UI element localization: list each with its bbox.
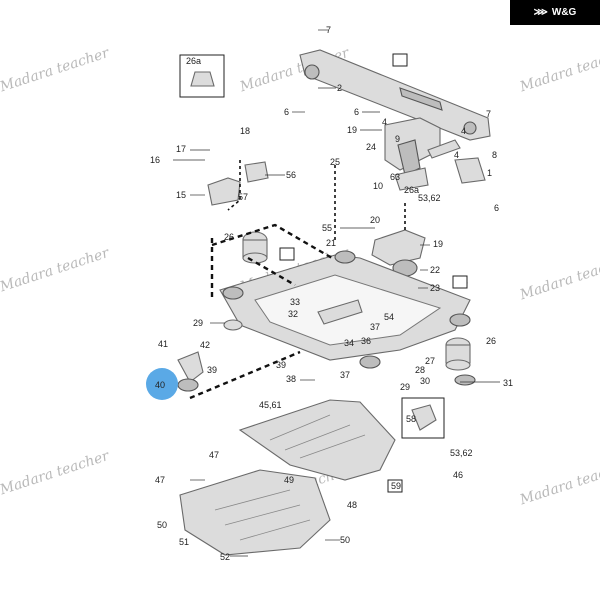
part-label: 6 bbox=[494, 203, 499, 213]
highlight-callout: 40 bbox=[146, 368, 178, 400]
part-label: 52 bbox=[220, 552, 230, 562]
part-label: 29 bbox=[400, 382, 410, 392]
subframe bbox=[219, 250, 471, 369]
part-label: 59 bbox=[391, 481, 401, 491]
part-label: 34 bbox=[344, 338, 354, 348]
detail-inset-58 bbox=[401, 397, 445, 439]
mount-bracket-19 bbox=[371, 229, 426, 299]
part-label: 29 bbox=[193, 318, 203, 328]
part-label: 47 bbox=[155, 475, 165, 485]
watermark: Madara teacher bbox=[0, 245, 112, 296]
watermark: Madara teacher bbox=[517, 45, 600, 96]
part-label: 4 bbox=[454, 150, 459, 160]
part-label: 39 bbox=[276, 360, 286, 370]
part-label: 30 bbox=[420, 376, 430, 386]
part-label: 16 bbox=[150, 155, 160, 165]
part-label: 50 bbox=[157, 520, 167, 530]
part-label: 58 bbox=[406, 414, 416, 424]
part-label: 45,61 bbox=[259, 400, 282, 410]
part-label: 54 bbox=[384, 312, 394, 322]
part-label: 26a bbox=[186, 56, 201, 66]
part-label: 32 bbox=[288, 309, 298, 319]
part-label: 49 bbox=[284, 475, 294, 485]
part-label: 24 bbox=[366, 142, 376, 152]
part-label: 23 bbox=[430, 283, 440, 293]
part-label: 22 bbox=[430, 265, 440, 275]
part-label: 51 bbox=[179, 537, 189, 547]
part-label: 21 bbox=[326, 238, 336, 248]
part-label: 26a bbox=[404, 185, 419, 195]
part-label: 39 bbox=[207, 365, 217, 375]
part-label: 38 bbox=[286, 374, 296, 384]
part-label: 31 bbox=[503, 378, 513, 388]
part-label: 4 bbox=[461, 126, 466, 136]
brand-badge: ⋙ W&G bbox=[510, 0, 600, 25]
watermark: Madara teacher bbox=[517, 253, 600, 304]
watermark: Madara teacher bbox=[0, 448, 112, 499]
part-label: 28 bbox=[415, 365, 425, 375]
part-label: 9 bbox=[395, 134, 400, 144]
underbody-shield bbox=[238, 399, 396, 481]
part-label: 56 bbox=[286, 170, 296, 180]
engine-mount-bracket bbox=[384, 117, 486, 191]
part-label: 4 bbox=[382, 117, 387, 127]
part-label: 63 bbox=[390, 172, 400, 182]
part-label: 25 bbox=[330, 157, 340, 167]
cross-member-beam bbox=[299, 49, 491, 141]
part-label: 19 bbox=[433, 239, 443, 249]
part-label: 1 bbox=[487, 168, 492, 178]
part-label: 26 bbox=[486, 336, 496, 346]
part-label: 6 bbox=[354, 107, 359, 117]
part-label: 57 bbox=[238, 192, 248, 202]
watermark: Madara teacher bbox=[0, 45, 112, 96]
rear-mount-bracket bbox=[177, 319, 243, 392]
part-label: 53,62 bbox=[418, 193, 441, 203]
side-mount-bracket bbox=[207, 161, 269, 206]
part-label: 46 bbox=[453, 470, 463, 480]
part-label: 33 bbox=[290, 297, 300, 307]
part-label: 50 bbox=[340, 535, 350, 545]
watermark: Madara teacher bbox=[517, 458, 600, 509]
highlight-label: 40 bbox=[155, 380, 165, 390]
part-label: 10 bbox=[373, 181, 383, 191]
part-label: 36 bbox=[361, 336, 371, 346]
part-label: 20 bbox=[370, 215, 380, 225]
part-label: 42 bbox=[200, 340, 210, 350]
part-label: 27 bbox=[425, 356, 435, 366]
part-label: 15 bbox=[176, 190, 186, 200]
boxed-labels: 59 bbox=[279, 53, 468, 493]
part-label: 37 bbox=[370, 322, 380, 332]
part-label: 48 bbox=[347, 500, 357, 510]
highlight-circle bbox=[146, 368, 178, 400]
detail-inset-26a bbox=[179, 54, 225, 98]
part-label: 2 bbox=[337, 83, 342, 93]
part-label: 8 bbox=[492, 150, 497, 160]
part-label: 19 bbox=[347, 125, 357, 135]
part-label: 41 bbox=[158, 339, 168, 349]
lower-splash-shield bbox=[179, 469, 331, 556]
part-label: 26 bbox=[224, 232, 234, 242]
rubber-mount-26 bbox=[445, 337, 476, 386]
part-label: 6 bbox=[284, 107, 289, 117]
part-label: 7 bbox=[326, 25, 331, 35]
part-label: 47 bbox=[209, 450, 219, 460]
part-label: 7 bbox=[486, 109, 491, 119]
part-label: 18 bbox=[240, 126, 250, 136]
rubber-mount bbox=[242, 231, 268, 264]
part-label: 37 bbox=[340, 370, 350, 380]
part-label: 55 bbox=[322, 223, 332, 233]
wings-logo-icon: ⋙ bbox=[533, 7, 548, 18]
brand-text: W&G bbox=[551, 7, 577, 18]
dashed-guide-lines bbox=[189, 160, 406, 400]
part-label: 17 bbox=[176, 144, 186, 154]
leader-lines bbox=[173, 29, 500, 557]
part-label: 53,62 bbox=[450, 448, 473, 458]
